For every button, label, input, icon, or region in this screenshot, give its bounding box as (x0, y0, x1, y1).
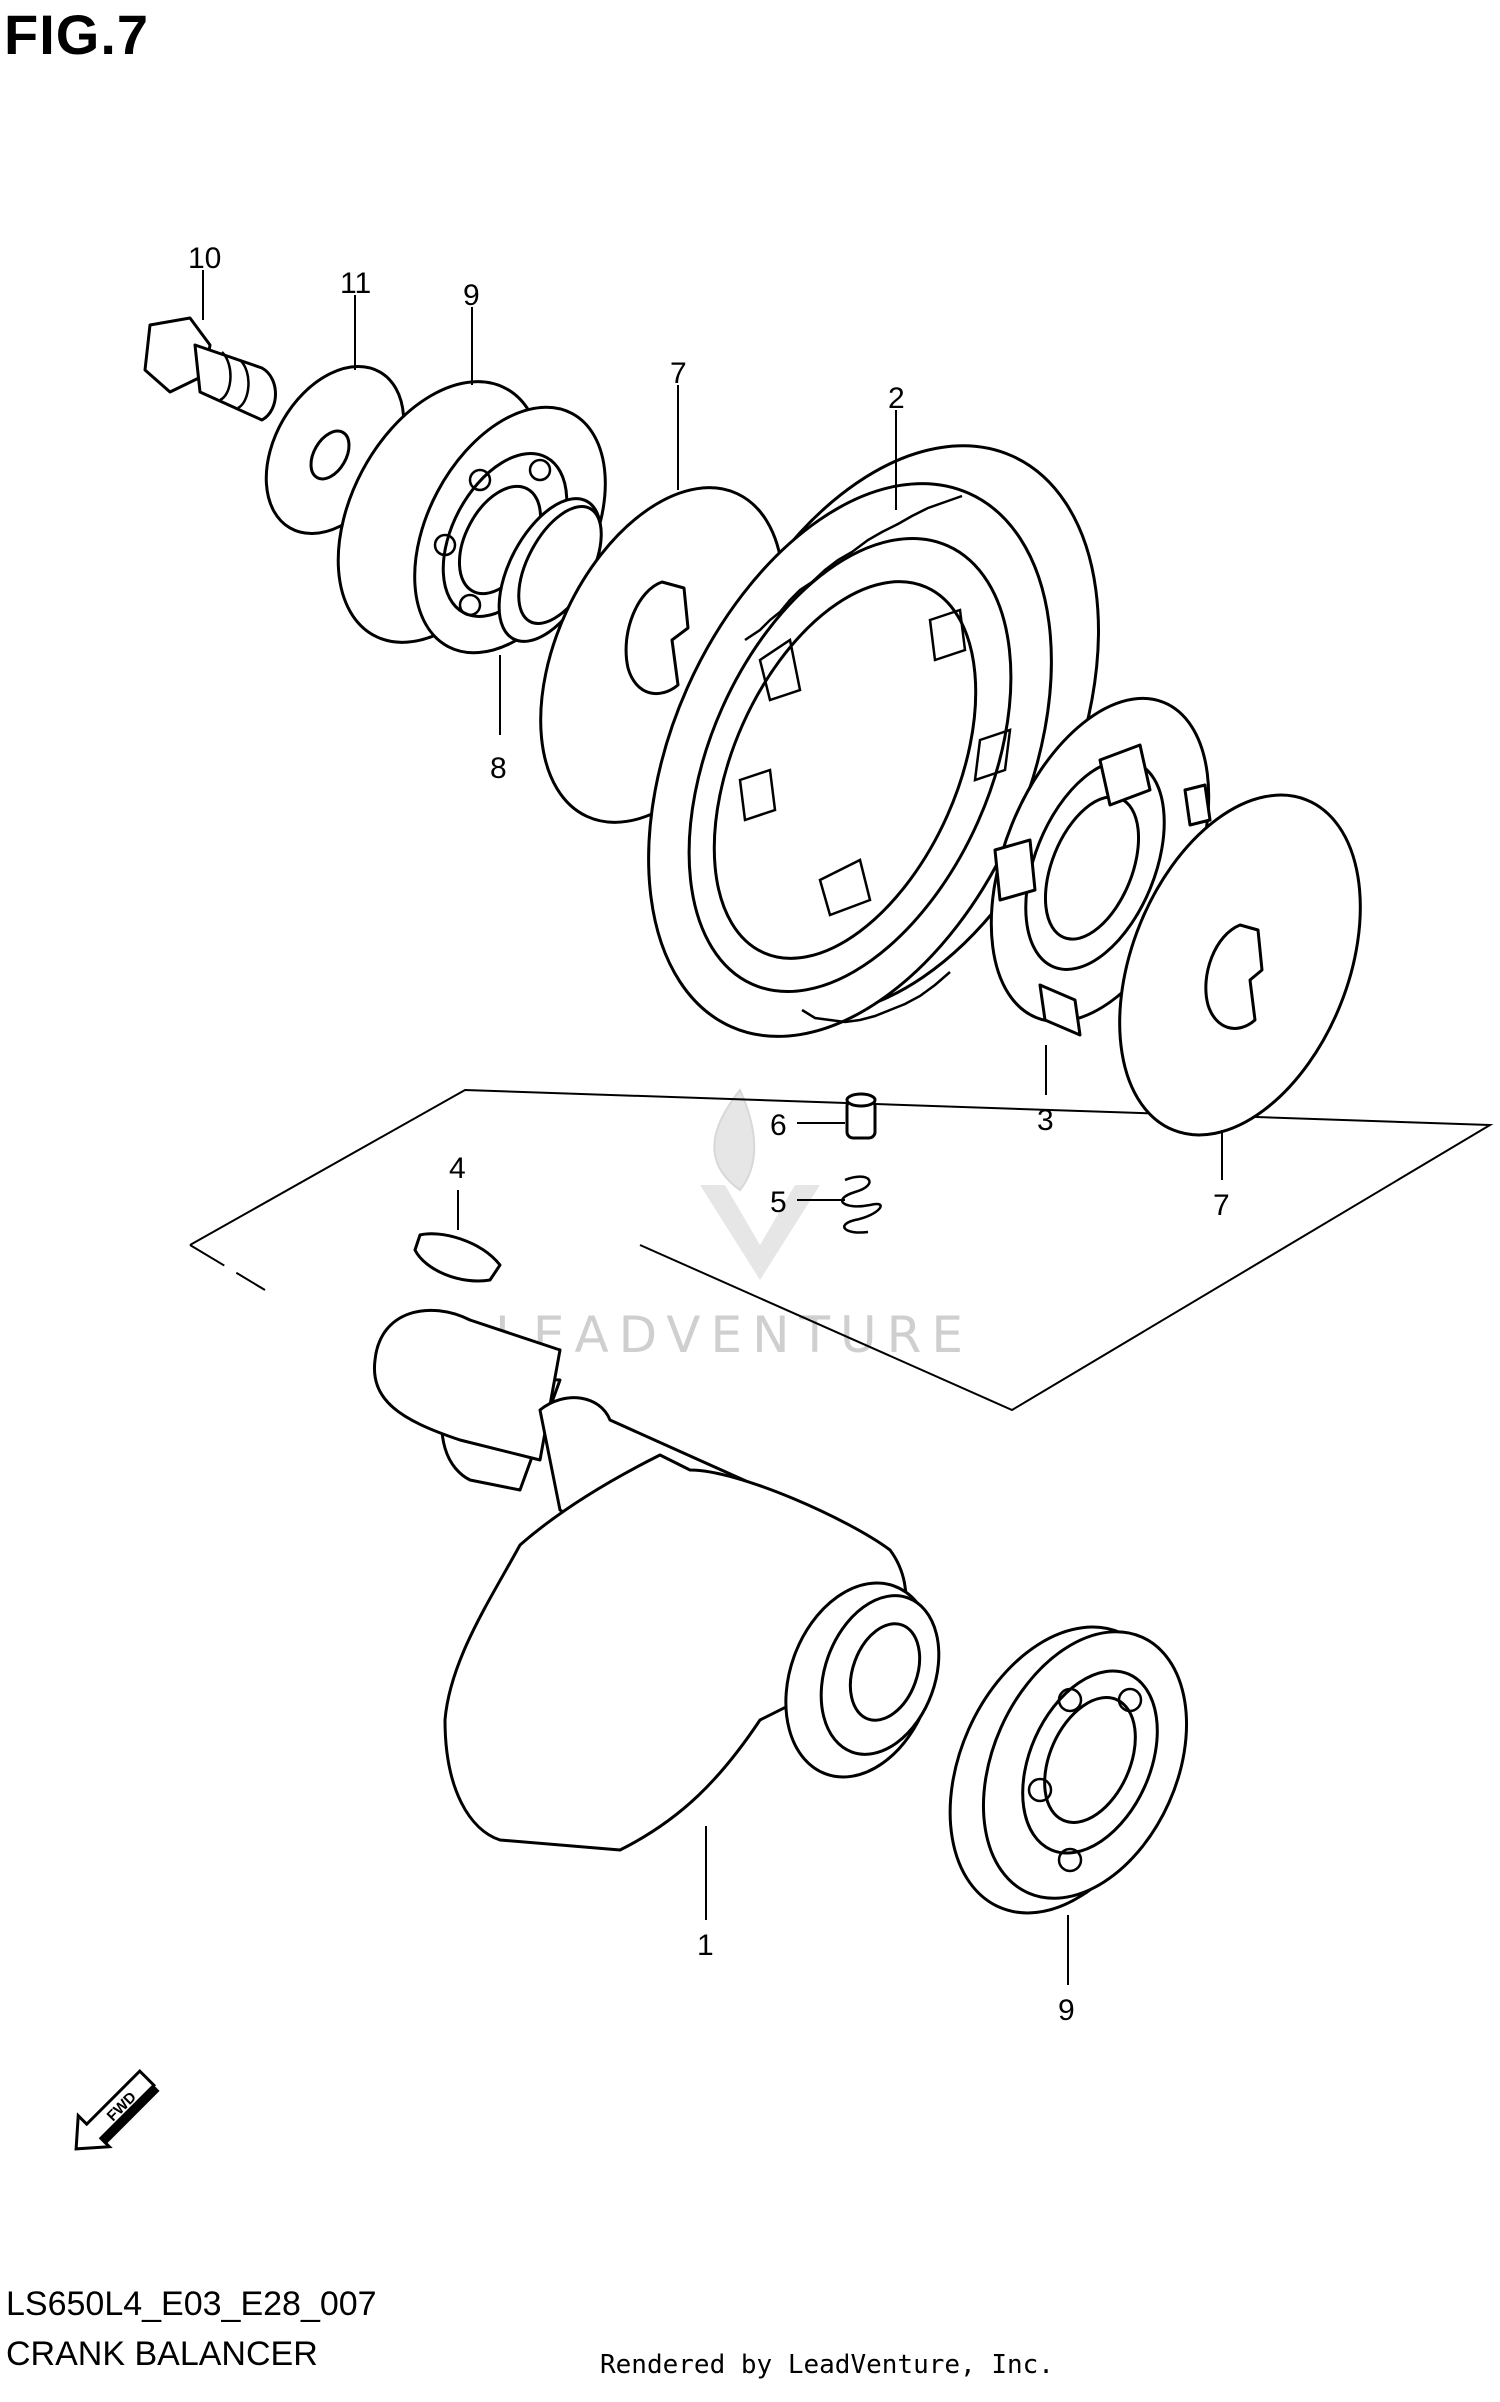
spring-5 (840, 1175, 882, 1234)
callout-2: 2 (888, 382, 905, 415)
callout-5: 5 (770, 1186, 787, 1219)
figure-title: FIG.7 (4, 3, 150, 66)
callout-11: 11 (340, 267, 371, 300)
bearing-9-bottom (948, 1625, 1189, 1915)
key-4 (413, 1232, 502, 1283)
assembly-outline-dashed (189, 1244, 266, 1291)
model-code: LS650L4_E03_E28_007 (6, 2285, 377, 2323)
watermark-text: LEADVENTURE (495, 1306, 973, 1364)
watermark-v-icon (700, 1185, 820, 1280)
callout-9-bottom: 9 (1058, 1994, 1075, 2027)
callout-3: 3 (1037, 1104, 1054, 1137)
gear-2 (647, 444, 1100, 1038)
callout-9-top: 9 (463, 279, 480, 312)
assembly-outline (189, 1088, 1494, 1412)
callout-6: 6 (770, 1109, 787, 1142)
callout-7-right: 7 (1213, 1189, 1230, 1222)
fwd-arrow-icon: FWD (74, 2068, 160, 2151)
figure-caption: CRANK BALANCER (6, 2335, 318, 2373)
callout-8: 8 (490, 752, 507, 785)
callout-4: 4 (449, 1152, 466, 1185)
balancer-shaft-1 (372, 1308, 941, 1852)
thrust-washer-7-right (1118, 793, 1362, 1137)
callout-1: 1 (697, 1929, 714, 1962)
watermark-flame-icon (713, 1088, 756, 1192)
bolt-10 (143, 316, 277, 422)
callout-7-top: 7 (670, 357, 687, 390)
rendered-by-credit: Rendered by LeadVenture, Inc. (600, 2350, 1054, 2380)
pin-6 (845, 1092, 877, 1140)
callout-10: 10 (188, 242, 221, 275)
watermark: LEADVENTURE (495, 1088, 973, 1364)
